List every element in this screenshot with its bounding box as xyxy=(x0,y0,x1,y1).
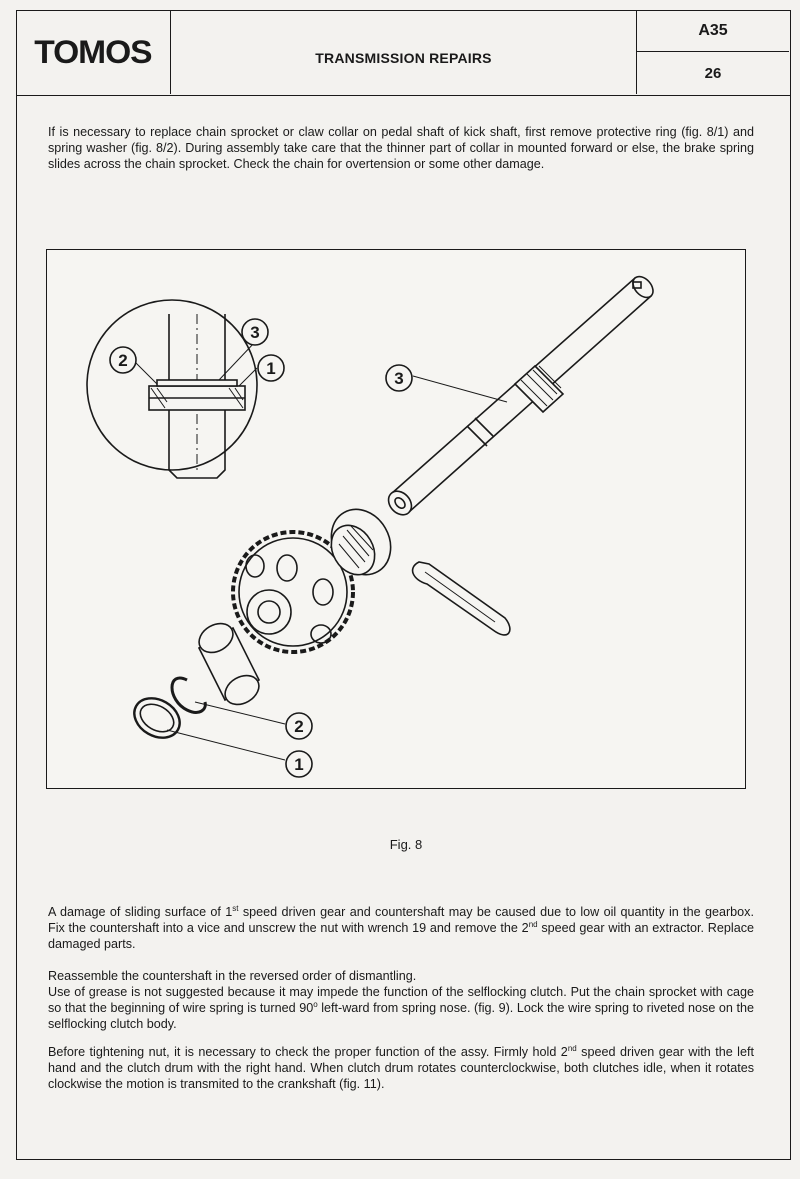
label-detail-3: 3 xyxy=(250,323,259,342)
label-detail-1: 1 xyxy=(266,359,275,378)
label-detail-2: 2 xyxy=(118,351,127,370)
paragraph-reassemble: Reassemble the countershaft in the rever… xyxy=(48,969,754,1031)
brand-logo: TOMOS xyxy=(34,33,152,70)
paragraph-damage: A damage of sliding surface of 1st speed… xyxy=(48,903,754,951)
exploded-view-drawing: 2 3 1 3 2 1 xyxy=(86,275,654,778)
label-shaft-3: 3 xyxy=(394,369,403,388)
kick-shaft xyxy=(387,275,654,516)
figure-caption: Fig. 8 xyxy=(389,837,423,852)
title-cell: TRANSMISSION REPAIRS xyxy=(171,10,636,94)
code-cell: A35 26 xyxy=(636,10,789,94)
page-number: 26 xyxy=(704,64,722,82)
page-header: TOMOS TRANSMISSION REPAIRS A35 26 xyxy=(16,10,791,96)
paragraph-check: Before tightening nut, it is necessary t… xyxy=(48,1043,754,1091)
page-frame xyxy=(16,10,791,1160)
paragraph-intro: If is necessary to replace chain sprocke… xyxy=(48,125,754,171)
brake-spring xyxy=(411,561,511,636)
label-ring-1: 1 xyxy=(294,755,303,774)
page-title: TRANSMISSION REPAIRS xyxy=(315,50,492,66)
label-ring-2: 2 xyxy=(294,717,303,736)
bushing xyxy=(197,622,261,706)
protective-ring xyxy=(133,697,181,739)
chain-sprocket xyxy=(231,530,355,654)
claw-collar xyxy=(330,508,392,576)
section-code: A35 xyxy=(637,10,789,52)
figure-8: 2 3 1 3 2 1 xyxy=(46,249,746,789)
logo-cell: TOMOS xyxy=(16,10,171,94)
detail-shaft xyxy=(168,314,226,479)
helical-collar xyxy=(513,364,565,414)
spring-washer xyxy=(170,676,207,714)
